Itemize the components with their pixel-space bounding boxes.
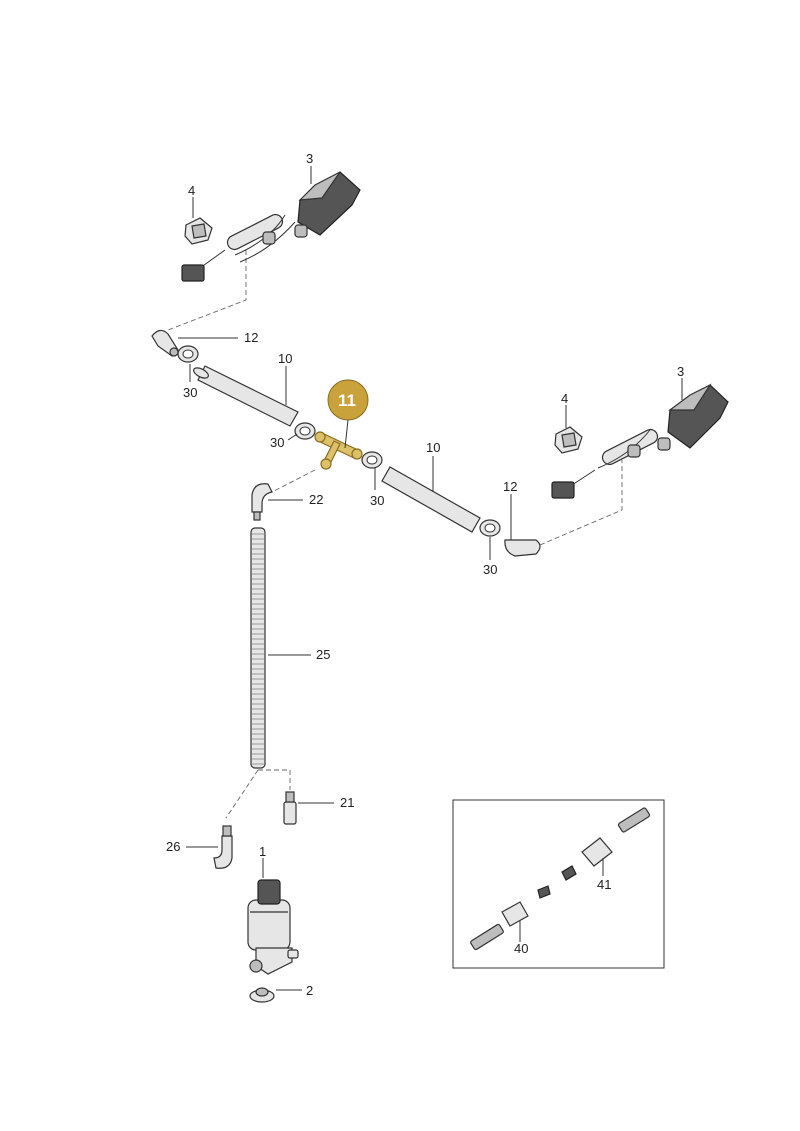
hose-clip-right[interactable] [554, 426, 583, 454]
connector-21[interactable] [283, 791, 297, 825]
washer-nozzle-right[interactable] [551, 383, 729, 499]
grommet[interactable] [249, 987, 275, 1003]
assembly-lines [167, 250, 623, 819]
inset-connector-40-part[interactable] [470, 885, 551, 951]
callout-3-left: 3 [306, 151, 313, 166]
hose-left[interactable] [192, 365, 299, 427]
callout-12-left: 12 [244, 330, 258, 345]
hose-ridges [252, 533, 264, 765]
hose-right[interactable] [381, 466, 481, 533]
hose-clamp-right-inner[interactable] [361, 451, 383, 469]
callout-25: 25 [316, 647, 330, 662]
callout-3-right: 3 [677, 364, 684, 379]
hose-clip-left[interactable] [184, 217, 213, 245]
hose-clamp-left-upper[interactable] [177, 345, 199, 363]
callout-4-right: 4 [561, 391, 568, 406]
callout-22: 22 [309, 492, 323, 507]
callout-10-right: 10 [426, 440, 440, 455]
callout-30-left-lower: 30 [270, 435, 284, 450]
elbow-26[interactable] [213, 825, 233, 869]
callout-30-right-inner: 30 [370, 493, 384, 508]
elbow-main[interactable] [251, 483, 273, 521]
callout-2: 2 [306, 983, 313, 998]
t-piece-connector[interactable] [314, 431, 363, 470]
callout-30-right-outer: 30 [483, 562, 497, 577]
callout-21: 21 [340, 795, 354, 810]
callout-10-left: 10 [278, 351, 292, 366]
callout-1: 1 [259, 844, 266, 859]
corrugated-hose[interactable] [250, 527, 266, 769]
callout-11: 11 [338, 391, 356, 410]
hose-clamp-left-lower[interactable] [294, 422, 316, 440]
callout-12-right: 12 [503, 479, 517, 494]
elbow-right[interactable] [504, 539, 541, 557]
detail-inset [452, 799, 665, 969]
elbow-left[interactable] [151, 329, 179, 357]
callout-30-left-upper: 30 [183, 385, 197, 400]
callout-40: 40 [514, 941, 528, 956]
washer-nozzle-left[interactable] [181, 171, 361, 282]
callout-41: 41 [597, 877, 611, 892]
callouts: 3 4 12 10 30 30 11 30 10 12 30 3 [166, 151, 684, 998]
callout-4-left: 4 [188, 183, 195, 198]
hose-clamp-right-outer[interactable] [479, 519, 501, 537]
washer-pump[interactable] [247, 879, 299, 975]
inset-connector-41-part[interactable] [561, 807, 651, 881]
callout-26: 26 [166, 839, 180, 854]
